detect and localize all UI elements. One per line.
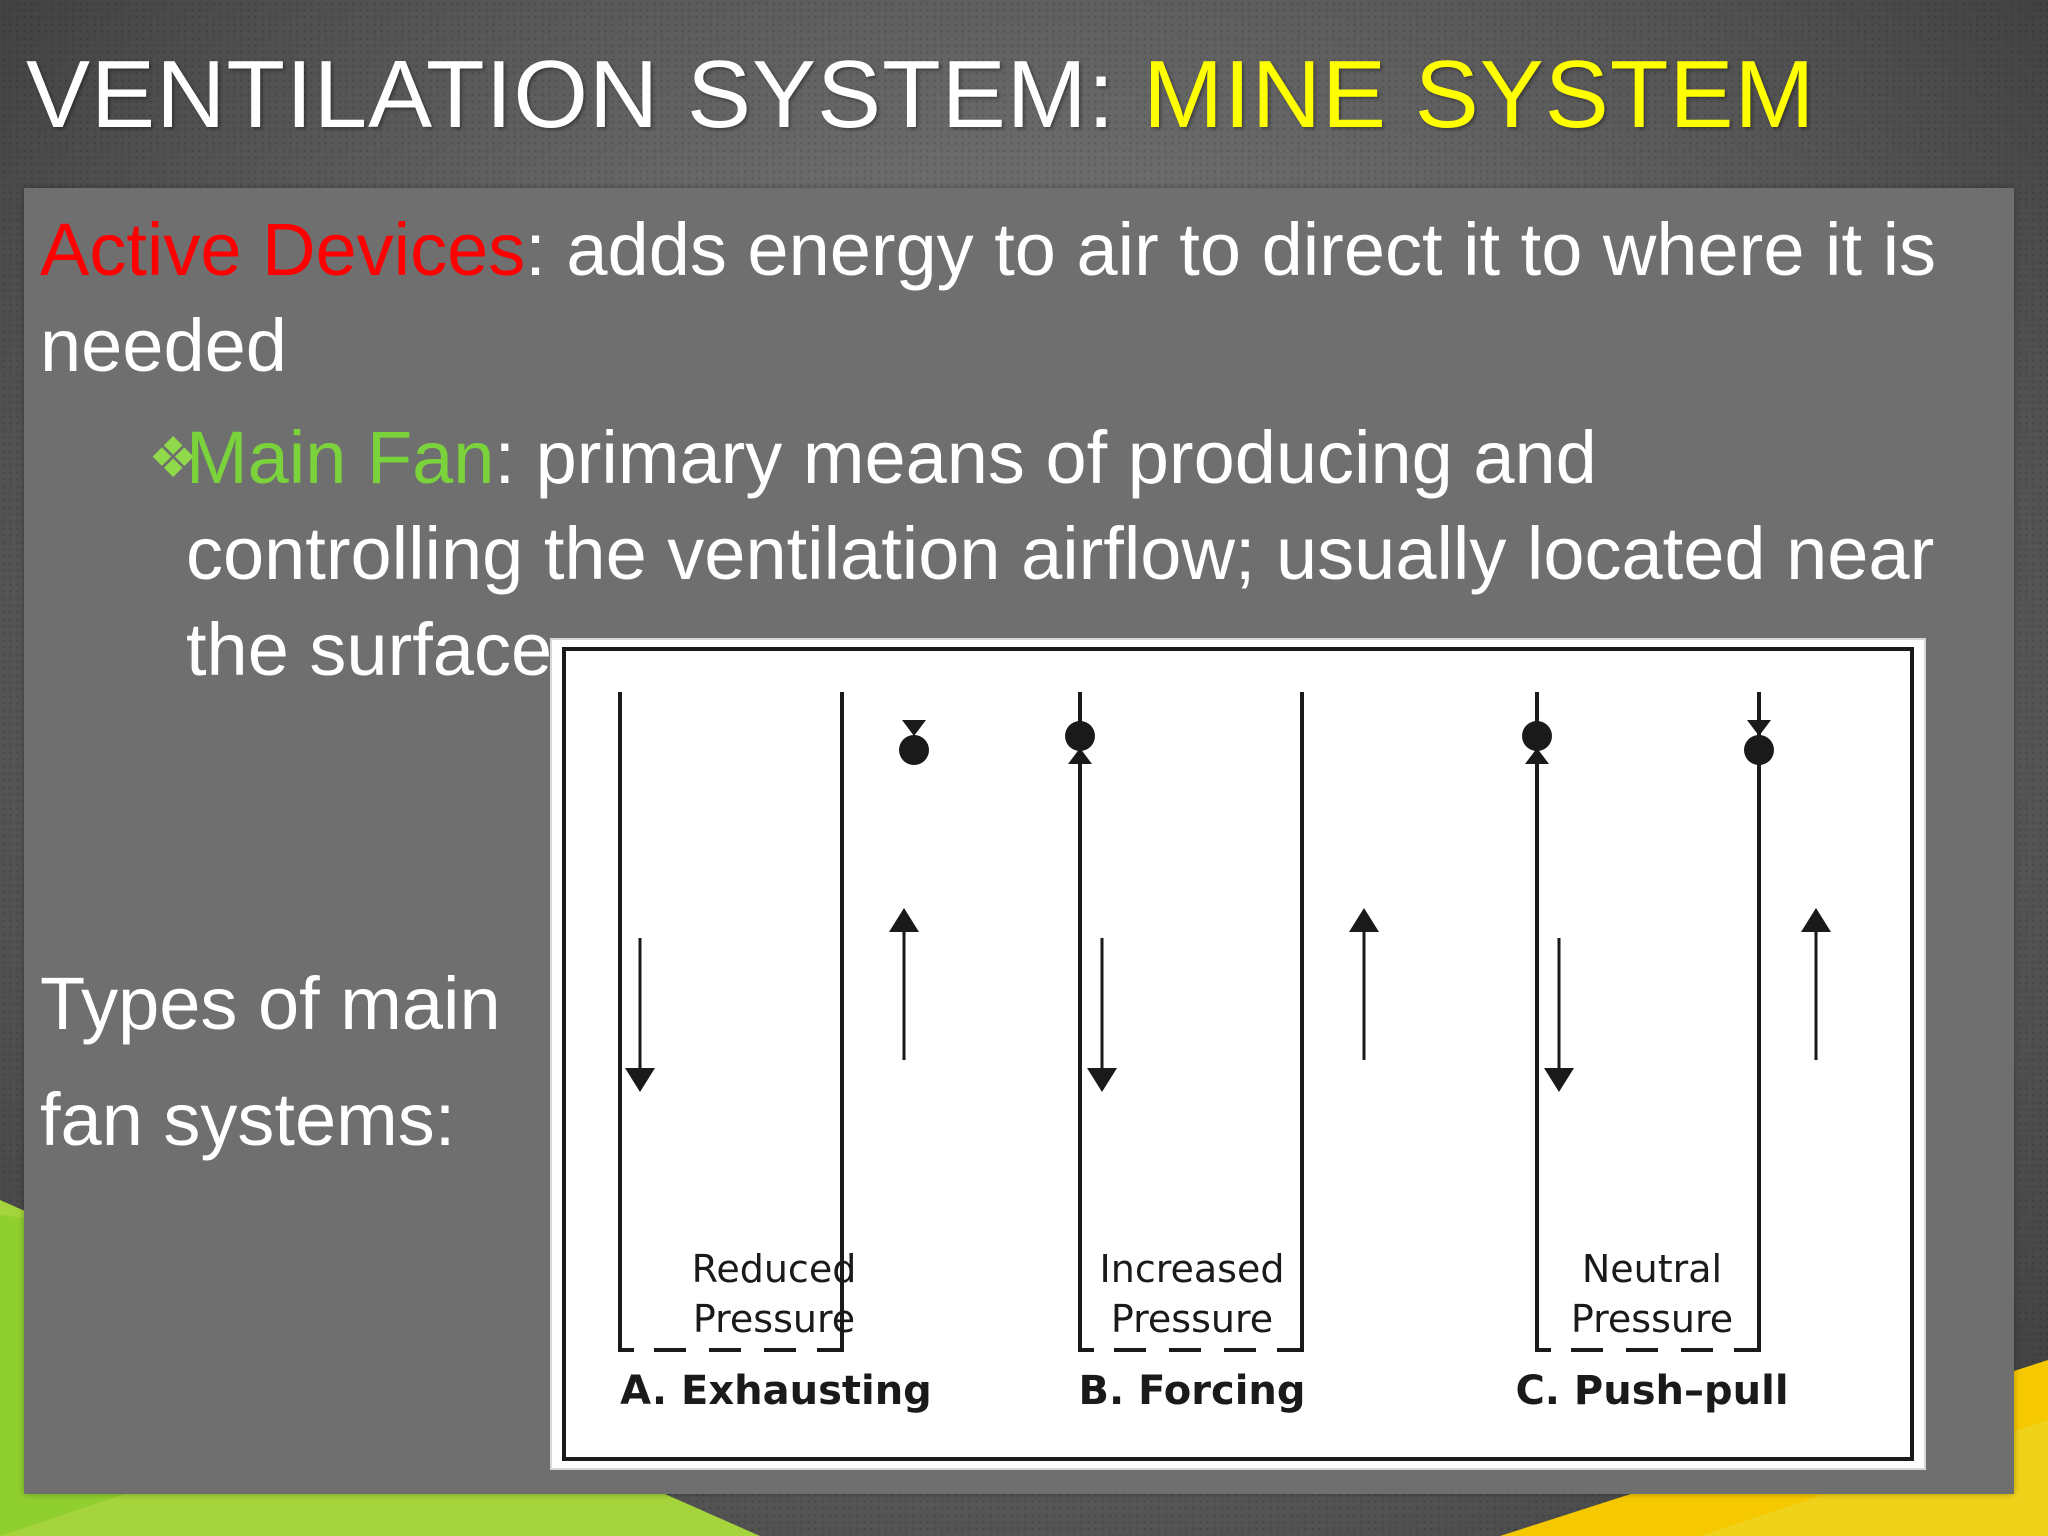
system-a-exhausting <box>618 692 929 1352</box>
diamond-bullet-icon: ❖ <box>148 426 199 489</box>
system-b-forcing <box>1065 692 1379 1352</box>
diagram-drawing <box>562 647 1914 1461</box>
main-fan-definition: : primary means of producing and control… <box>186 416 1935 691</box>
system-a-caption: A. Exhausting <box>620 1368 932 1414</box>
main-fan-bullet: ❖Main Fan: primary means of producing an… <box>148 410 1946 698</box>
active-devices-definition: : adds energy to air to direct it to whe… <box>40 208 1937 387</box>
active-devices-paragraph: Active Devices: adds energy to air to di… <box>40 202 2030 394</box>
page-title: VENTILATION SYSTEM: MINE SYSTEM <box>26 41 1816 148</box>
diagram-frame <box>562 647 1914 1461</box>
system-c-push-pull <box>1522 692 1831 1352</box>
main-fan-term: Main Fan <box>186 416 495 499</box>
system-c-caption: C. Push–pull <box>1515 1368 1789 1414</box>
active-devices-term: Active Devices <box>40 208 526 291</box>
system-b-caption: B. Forcing <box>1078 1368 1306 1414</box>
title-accent: MINE SYSTEM <box>1143 41 1816 148</box>
